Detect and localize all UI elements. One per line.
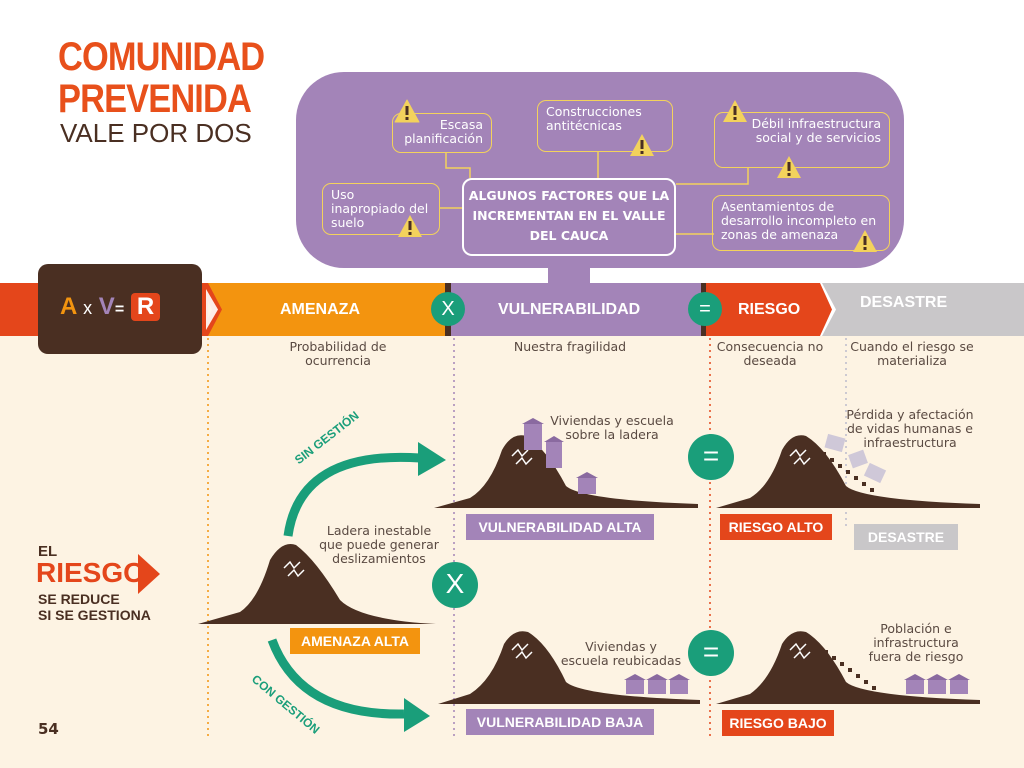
side-text-reduce: SE REDUCE SI SE GESTIONA [38, 591, 151, 623]
chevron-right-icon [200, 283, 222, 336]
chevron-right-icon [816, 283, 836, 336]
hill-vulnerabilidad-baja [438, 631, 700, 704]
page-subtitle: VALE POR DOS [60, 118, 252, 148]
tag-vulnerabilidad-alta: VULNERABILIDAD ALTA [466, 514, 654, 540]
factors-panel [296, 72, 904, 268]
side-text-el: EL [38, 543, 58, 560]
hill-riesgo-alto [716, 433, 980, 508]
riesgo-bar [706, 283, 818, 336]
riesgo-label: RIESGO [738, 301, 801, 318]
factor-escasa-planificacion: Escasa planificación [392, 113, 492, 153]
rubble-dots [824, 650, 876, 690]
triangle-right-icon [138, 554, 160, 594]
side-text-riesgo: RIESGO [36, 557, 145, 588]
equals-circle: = [688, 434, 734, 480]
rubble-dots [822, 452, 874, 492]
factor-debil-infraestructura: Débil infraestructura social y de servic… [714, 112, 890, 168]
desastre-bar [822, 283, 1024, 336]
debris-icon [824, 433, 887, 484]
arrow-head-icon [404, 698, 430, 732]
formula-box [38, 264, 202, 354]
hill-riesgo-bajo [716, 631, 980, 704]
arrow-con-gestion [267, 638, 405, 719]
tag-vulnerabilidad-baja: VULNERABILIDAD BAJA [466, 709, 654, 735]
riesgo-subtitle: Consecuencia no deseada [716, 339, 824, 368]
warning-icon [723, 100, 747, 122]
tag-riesgo-bajo: RIESGO BAJO [722, 710, 834, 736]
factor-construcciones: Construcciones antitécnicas [537, 100, 673, 152]
factor-asentamientos: Asentamientos de desarrollo incompleto e… [712, 195, 890, 251]
multiply-circle: X [432, 562, 478, 608]
formula: A x V= R [60, 293, 161, 321]
house-icon [546, 442, 562, 468]
tag-desastre: DESASTRE [854, 524, 958, 550]
warning-icon [853, 230, 877, 252]
warning-icon [398, 215, 422, 237]
amenaza-label: AMENAZA [280, 301, 360, 318]
hill-amenaza [198, 544, 436, 624]
multiply-symbol: X [431, 292, 465, 326]
arrow-head-icon [418, 442, 446, 476]
page-title: COMUNIDAD PREVENIDA [58, 35, 265, 121]
note-perdida: Pérdida y afectación de vidas humanas e … [846, 407, 974, 450]
vulnerabilidad-label: VULNERABILIDAD [498, 301, 641, 318]
house-row-icon [624, 674, 690, 694]
arrow-sin-gestion [283, 452, 421, 537]
page-number: 54 [38, 720, 59, 738]
vulnerabilidad-bar [450, 283, 702, 336]
amenaza-subtitle: Probabilidad de ocurrencia [289, 339, 387, 368]
equals-circle: = [688, 630, 734, 676]
tag-riesgo-alto: RIESGO ALTO [720, 514, 832, 540]
note-viviendas-reubicadas: Viviendas y escuela reubicadas [560, 639, 682, 668]
tag-amenaza-alta: AMENAZA ALTA [290, 628, 420, 654]
factor-uso-suelo: Uso inapropiado del suelo [322, 183, 440, 235]
hill-vulnerabilidad-alta [434, 418, 698, 508]
warning-icon [394, 99, 420, 123]
factors-center-box: ALGUNOS FACTORES QUE LA INCREMENTAN EN E… [462, 178, 676, 256]
factors-panel-stem [548, 260, 590, 284]
note-viviendas-ladera: Viviendas y escuela sobre la ladera [550, 413, 674, 442]
house-icon [578, 478, 596, 494]
vulnerabilidad-subtitle: Nuestra fragilidad [513, 339, 627, 354]
desastre-label: DESASTRE [860, 294, 948, 311]
warning-icon [630, 134, 654, 156]
warning-icon [777, 156, 801, 178]
amenaza-bar [208, 283, 450, 336]
note-ladera: Ladera inestable que puede generar desli… [319, 523, 439, 566]
school-icon [524, 424, 542, 450]
equals-symbol: = [688, 292, 722, 326]
note-poblacion: Población e infrastructura fuera de ries… [868, 621, 964, 664]
house-row-icon [904, 674, 970, 694]
desastre-subtitle: Cuando el riesgo se materializa [850, 339, 974, 368]
